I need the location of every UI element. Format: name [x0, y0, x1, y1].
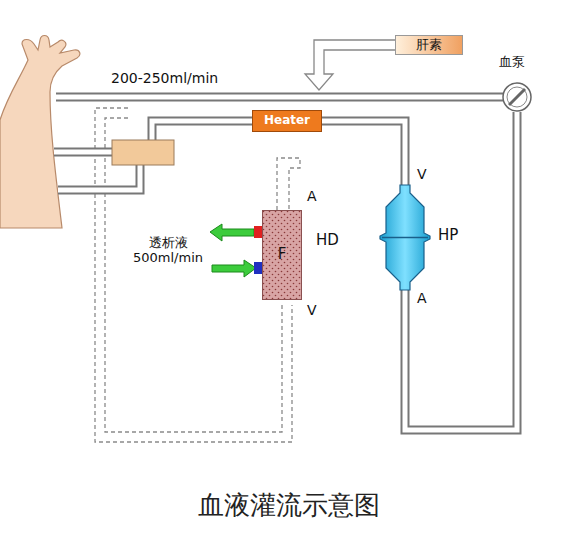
node-side-label: HD	[316, 232, 339, 249]
port-label: A	[306, 188, 318, 204]
port-label: V	[416, 166, 428, 182]
caption: 血液灌流示意图	[0, 488, 577, 523]
node-label: F	[278, 246, 287, 263]
hep-node: 肝素	[395, 35, 463, 55]
filter-body	[263, 211, 302, 300]
heater-node: Heater	[252, 110, 322, 132]
patient-arm	[0, 36, 80, 229]
port-label: A	[416, 290, 428, 306]
tube-core	[54, 150, 112, 155]
tube	[152, 121, 252, 141]
flow-rate-label: 200-250ml/min	[110, 70, 219, 86]
node-label: 肝素	[416, 38, 442, 53]
hp-node: HP	[380, 185, 430, 290]
heparin-box	[396, 36, 463, 55]
tube	[56, 93, 504, 102]
hp-shape	[380, 185, 430, 290]
tube	[54, 148, 112, 157]
dialysate-out-arrow	[210, 224, 254, 241]
node-label: Heater	[264, 114, 310, 128]
tubing	[54, 97, 504, 190]
dialysate-label: 透析液 500ml/min	[128, 236, 208, 266]
drip-chamber	[112, 140, 174, 165]
dashed-line	[277, 158, 300, 210]
tube-core	[58, 164, 140, 190]
inlet-port	[254, 262, 262, 274]
heater-box	[253, 111, 322, 132]
pump-rotor	[509, 89, 525, 105]
tube-core	[56, 95, 504, 100]
tube-core	[322, 121, 405, 185]
pump-shape	[502, 82, 532, 112]
node-side-label: 血泵	[499, 55, 525, 70]
tube	[58, 164, 140, 190]
outlet-port	[254, 226, 262, 238]
perfusion-cartridge	[380, 185, 430, 290]
pump-inner	[507, 87, 527, 107]
filter-node: FHD	[262, 210, 302, 300]
cartridge-seam	[382, 237, 428, 239]
tube-connector-group	[322, 121, 405, 185]
pump-node: 血泵	[502, 82, 532, 112]
tube-connector	[322, 121, 405, 185]
node-side-label: HP	[438, 227, 458, 244]
tube-core	[152, 121, 252, 141]
dashed-line	[105, 118, 282, 432]
port-label: V	[306, 302, 318, 318]
heparin-arrow	[305, 40, 398, 90]
pump-outer	[503, 83, 531, 111]
dialysate-in-arrow	[212, 260, 256, 277]
